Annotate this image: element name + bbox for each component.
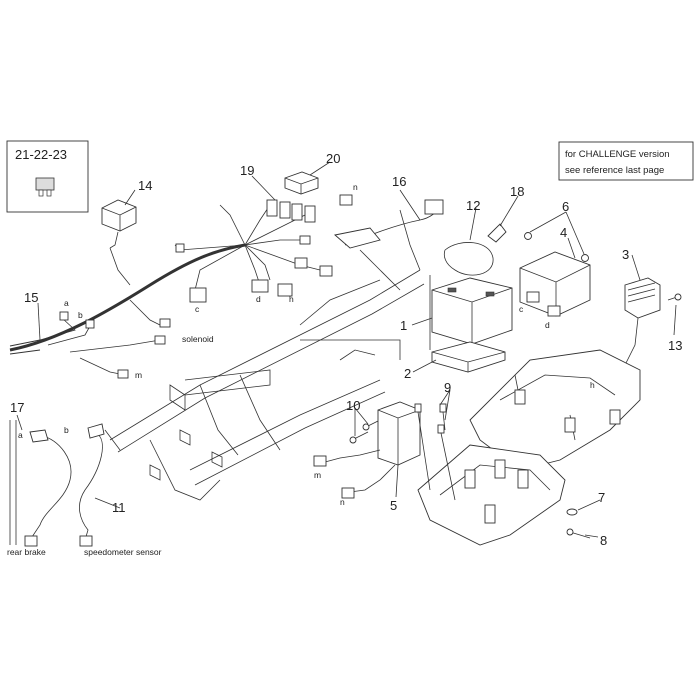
fuse-holders-19 bbox=[266, 199, 316, 223]
part-number-3: 3 bbox=[622, 247, 629, 262]
part-number-1: 1 bbox=[400, 318, 407, 333]
challenge-note-line-2: see reference last page bbox=[565, 165, 664, 176]
letter-m-harness: m bbox=[135, 370, 142, 380]
letter-d-harness: d bbox=[256, 294, 261, 304]
letter-a-harness: a bbox=[64, 298, 69, 308]
letter-n-module: n bbox=[340, 497, 345, 507]
fuse-icon bbox=[35, 177, 55, 197]
clips-9 bbox=[414, 403, 456, 501]
part-number-17: 17 bbox=[10, 400, 24, 415]
ecu-4 bbox=[519, 251, 591, 317]
letter-d-ecu: d bbox=[545, 320, 550, 330]
part-number-16: 16 bbox=[392, 174, 406, 189]
screws-10 bbox=[349, 420, 379, 444]
part-number-8: 8 bbox=[600, 533, 607, 548]
part-number-12: 12 bbox=[466, 198, 480, 213]
letter-h-harness: h bbox=[289, 294, 294, 304]
battery-pad-2 bbox=[431, 341, 506, 373]
connector-18 bbox=[487, 223, 507, 243]
letter-b-harness: b bbox=[78, 310, 83, 320]
harness-connectors bbox=[59, 194, 353, 379]
screw-13 bbox=[667, 293, 682, 301]
leader-lines bbox=[16, 161, 677, 538]
letter-h-regulator: h bbox=[590, 380, 595, 390]
part-number-18: 18 bbox=[510, 184, 524, 199]
letter-c-harness: c bbox=[195, 304, 200, 314]
label-solenoid: solenoid bbox=[182, 334, 214, 344]
rear-brake-switch-cable bbox=[24, 429, 72, 547]
label-rear-brake: rear brake bbox=[7, 547, 46, 557]
cable-16 bbox=[334, 199, 444, 249]
letter-a-sensor: a bbox=[18, 430, 23, 440]
part-numbers: 1 2 3 4 5 6 7 8 9 10 11 12 13 14 15 16 1… bbox=[10, 151, 682, 548]
part-number-2: 2 bbox=[404, 366, 411, 381]
lower-tray bbox=[417, 444, 566, 546]
battery-1 bbox=[431, 277, 513, 345]
relay-14 bbox=[101, 199, 137, 249]
connector-letters: a b c d h m n c d h m n a b bbox=[18, 182, 595, 507]
fuse-group-label: 21-22-23 bbox=[15, 147, 67, 162]
part-number-6: 6 bbox=[562, 199, 569, 214]
letter-c-ecu: c bbox=[519, 304, 524, 314]
label-speedometer-sensor: speedometer sensor bbox=[84, 547, 162, 557]
fuse-group-box bbox=[6, 140, 89, 213]
challenge-note-line-1: for CHALLENGE version bbox=[565, 149, 670, 160]
part-number-10: 10 bbox=[346, 398, 360, 413]
rear-frame bbox=[104, 209, 431, 501]
letter-n-harness: n bbox=[353, 182, 358, 192]
module-5 bbox=[313, 401, 421, 499]
part-number-4: 4 bbox=[560, 225, 567, 240]
grommets-6 bbox=[524, 232, 589, 262]
challenge-note-box bbox=[558, 141, 694, 181]
part-number-9: 9 bbox=[444, 380, 451, 395]
washer-7 bbox=[566, 508, 578, 516]
letter-m-module: m bbox=[314, 470, 321, 480]
cable-12 bbox=[443, 242, 494, 276]
letter-b-sensor: b bbox=[64, 425, 69, 435]
part-number-14: 14 bbox=[138, 178, 152, 193]
fuse-box-20 bbox=[284, 171, 319, 195]
part-number-13: 13 bbox=[668, 338, 682, 353]
part-number-11: 11 bbox=[112, 500, 126, 515]
main-wiring-harness bbox=[9, 204, 321, 376]
speedometer-sensor-cable bbox=[79, 423, 105, 547]
part-number-5: 5 bbox=[390, 498, 397, 513]
part-number-15: 15 bbox=[24, 290, 38, 305]
part-number-19: 19 bbox=[240, 163, 254, 178]
part-number-20: 20 bbox=[326, 151, 340, 166]
part-number-7: 7 bbox=[598, 490, 605, 505]
battery-tray bbox=[469, 349, 641, 471]
screw-8 bbox=[566, 528, 591, 539]
